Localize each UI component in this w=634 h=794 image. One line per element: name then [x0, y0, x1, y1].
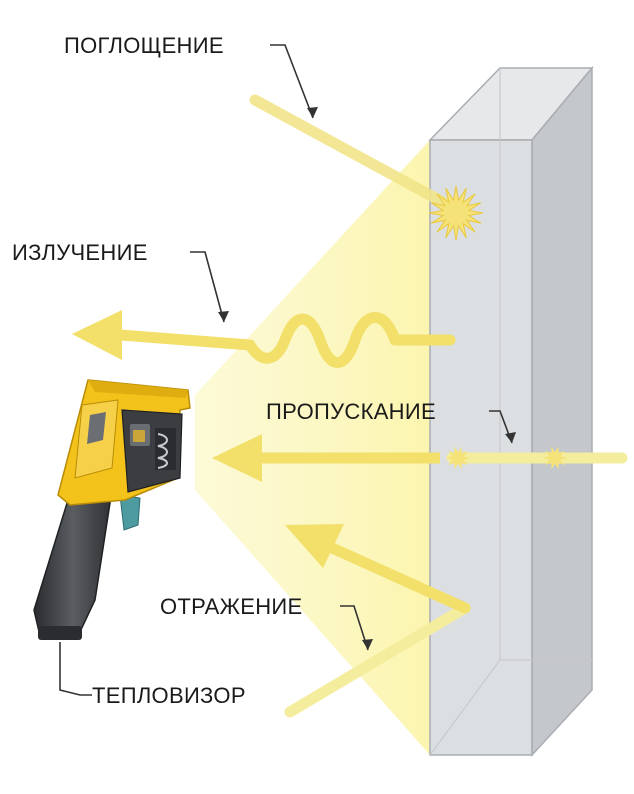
reflection-leader-tip [362, 639, 373, 650]
emission-label: ИЗЛУЧЕНИЕ [12, 240, 148, 265]
reflection-arrowhead [285, 524, 344, 568]
wall-inner-edge [429, 659, 501, 756]
reflection-leader [340, 605, 369, 651]
imager-grip [33, 489, 113, 637]
reflection-beam [324, 541, 471, 614]
reflection-incoming-beam [284, 602, 471, 718]
emission-wave [114, 312, 456, 368]
transmission-burst-icon [543, 446, 567, 470]
imager-sensor-wave [157, 433, 168, 469]
reflection-label: ОТРАЖЕНИЕ [160, 594, 303, 619]
imager-top-ridge [88, 380, 188, 398]
absorption-leader-tip [307, 107, 318, 118]
transmission-burst-icon [446, 446, 470, 470]
imager-leader [59, 642, 92, 696]
absorption-label: ПОГЛОЩЕНИЕ [64, 33, 224, 58]
emission-arrowhead [72, 310, 122, 360]
imager-grip-base [38, 626, 82, 640]
imager-label: ТЕПЛОВИЗОР [92, 683, 246, 708]
wall-side-face [531, 65, 593, 757]
emission-leader [190, 251, 225, 323]
transmission-label: ПРОПУСКАНИЕ [266, 399, 436, 424]
absorption-burst-icon [428, 185, 484, 241]
emission-leader-tip [218, 311, 229, 322]
imager-lens [133, 430, 145, 442]
transmission-leader [489, 410, 513, 444]
field-of-view-cone [195, 140, 430, 755]
leader-lines [59, 44, 513, 696]
transmission-leader-tip [505, 432, 516, 443]
glass-wall [428, 65, 594, 757]
transmission-arrowhead [212, 434, 262, 482]
absorption-beam [249, 94, 454, 211]
absorption-leader [270, 44, 314, 119]
thermal-imager [33, 379, 191, 640]
wall-front-face [429, 139, 533, 756]
imager-side-window [87, 412, 106, 444]
